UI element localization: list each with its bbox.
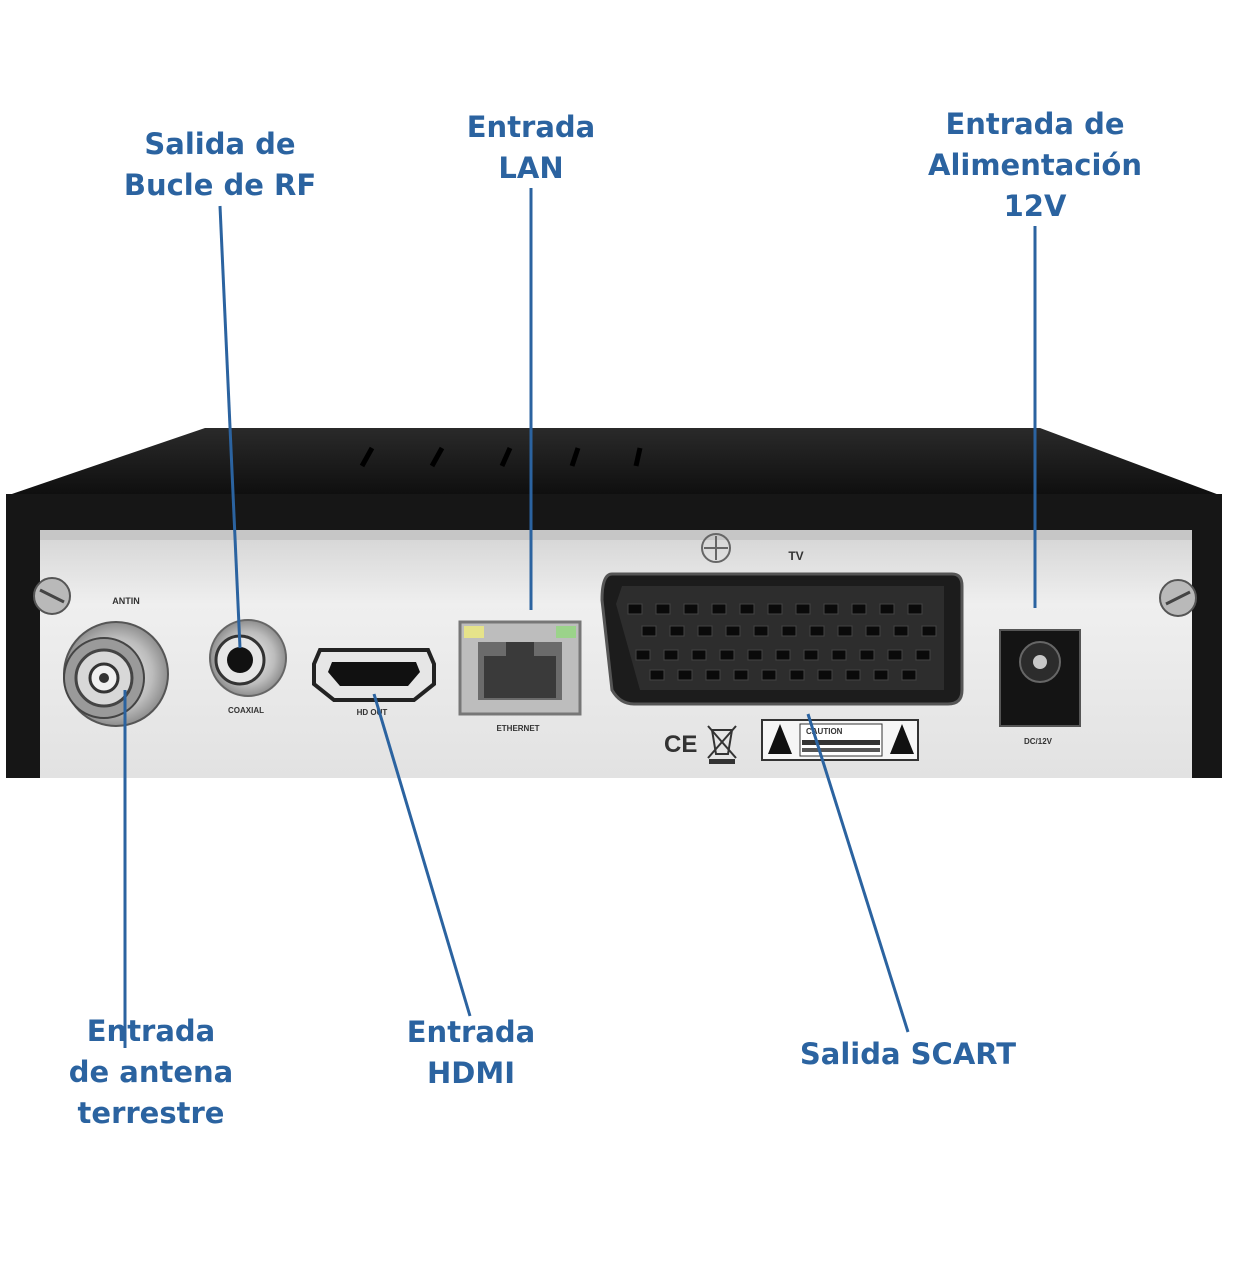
leader-scart [806,713,910,1033]
dc-power-jack [999,629,1081,727]
chassis-top [6,428,1222,496]
caution-text: CAUTION [806,727,843,736]
callout-line: 12V [1003,189,1067,223]
scart-connector [600,572,964,706]
warning-triangle-icon [768,724,792,754]
screw-icon [1159,579,1197,617]
callout-line: terrestre [77,1096,225,1130]
dc-label: DC/12V [1024,737,1053,746]
callout-rf-loop-output: Salida de Bucle de RF [80,124,360,206]
ethernet-label: ETHERNET [496,724,539,733]
callout-line: Entrada de [945,107,1125,141]
callout-line: Entrada [406,1015,536,1049]
callout-line: Entrada [466,110,596,144]
weee-bin-icon [707,725,737,764]
callout-line: Salida SCART [799,1037,1017,1071]
callout-line: Entrada [86,1014,216,1048]
callout-line: Alimentación [928,148,1142,182]
rf-loop-output-connector [209,619,287,697]
warning-triangle-icon [890,724,914,754]
callout-line: LAN [498,151,564,185]
vent-slots [359,446,643,468]
leader-hdmi [372,693,472,1017]
screw-icon [33,577,71,615]
callout-lan-input: Entrada LAN [416,107,646,189]
coaxial-label: COAXIAL [228,706,264,715]
callout-line: Salida de [144,127,296,161]
tv-label: TV [788,549,803,563]
hdout-label: HD OUT [357,708,388,717]
callout-line: de antena [68,1055,234,1089]
hdmi-port [312,648,436,702]
callout-antenna-input: Entrada de antena terrestre [40,1011,262,1134]
antin-label: ANTIN [112,596,140,606]
leader-rf-loop [218,205,242,649]
caution-label: CAUTION [761,719,919,761]
callout-scart-output: Salida SCART [776,1034,1040,1075]
callout-power-input: Entrada de Alimentación 12V [905,104,1165,227]
callout-hdmi-input: Entrada HDMI [366,1012,576,1094]
callout-line: HDMI [427,1056,515,1090]
grounding-symbol-icon [701,533,731,563]
ethernet-port [458,620,582,716]
antenna-input-connector [63,621,169,727]
ce-mark: CE [664,731,697,758]
callout-line: Bucle de RF [123,168,317,202]
leader-lines [123,188,1037,1048]
